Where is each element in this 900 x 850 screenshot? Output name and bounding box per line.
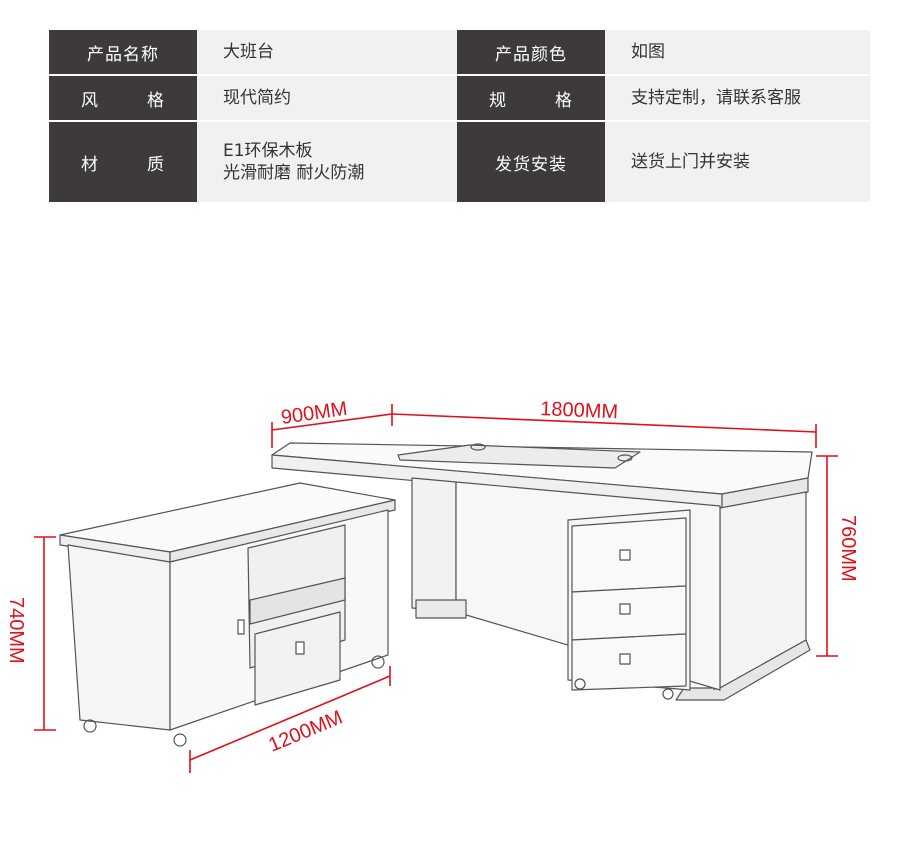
value-delivery: 送货上门并安装 [605, 122, 870, 202]
spec-row: 材质 E1环保木板 光滑耐磨 耐火防潮 发货安装 送货上门并安装 [49, 122, 870, 202]
label-product-name: 产品名称 [49, 30, 197, 74]
value-spec: 支持定制，请联系客服 [605, 76, 870, 120]
value-text: 现代简约 [223, 88, 291, 108]
desk-sketch [59, 442, 813, 747]
label-text: 产品名称 [87, 44, 159, 65]
spec-table: 产品名称 大班台 产品颜色 如图 风格 现代简约 规格 支持定制，请联系客服 材… [49, 30, 870, 202]
label-text-part: 风 [81, 90, 99, 111]
label-delivery: 发货安装 [457, 122, 605, 202]
label-material: 材质 [49, 122, 197, 202]
dimension-lines [34, 404, 838, 773]
label-style: 风格 [49, 76, 197, 120]
value-style: 现代简约 [197, 76, 457, 120]
value-text: 大班台 [223, 42, 274, 62]
label-text-part: 质 [147, 154, 165, 175]
value-text-line: E1环保木板 [223, 141, 313, 161]
value-text: 支持定制，请联系客服 [631, 88, 801, 108]
value-product-color: 如图 [605, 30, 870, 74]
label-text: 发货安装 [495, 154, 567, 175]
value-text: 如图 [631, 42, 665, 62]
dimension-side-length: 1200MM [265, 707, 345, 757]
value-text: 送货上门并安装 [631, 152, 750, 172]
spec-row: 产品名称 大班台 产品颜色 如图 [49, 30, 870, 74]
label-text-part: 格 [147, 90, 165, 111]
label-text-part: 格 [555, 90, 573, 111]
value-product-name: 大班台 [197, 30, 457, 74]
label-text-part: 材 [81, 154, 99, 175]
dimension-side-depth: 900MM [280, 398, 349, 429]
dimension-side-height: 740MM [5, 597, 27, 664]
value-text-line: 光滑耐磨 耐火防潮 [223, 163, 365, 183]
dimension-desk-length: 1800MM [540, 398, 619, 423]
label-spec: 规格 [457, 76, 605, 120]
dimension-desk-height: 760MM [837, 515, 859, 582]
label-text: 产品颜色 [495, 44, 567, 65]
label-text-part: 规 [489, 90, 507, 111]
label-product-color: 产品颜色 [457, 30, 605, 74]
desk-dimension-drawing: 900MM 1800MM 760MM 740MM 1200MM [5, 398, 859, 773]
spec-row: 风格 现代简约 规格 支持定制，请联系客服 [49, 76, 870, 120]
value-material: E1环保木板 光滑耐磨 耐火防潮 [197, 122, 457, 202]
